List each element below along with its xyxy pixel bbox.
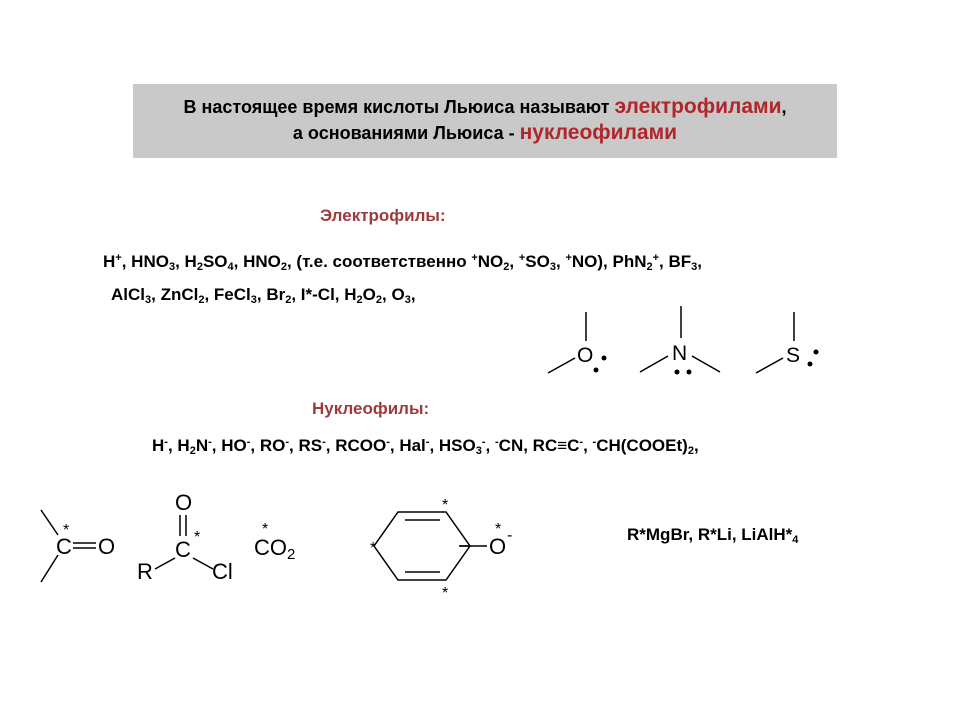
- definition-banner: В настоящее время кислоты Льюиса называю…: [133, 84, 837, 158]
- banner-line1-prefix: В настоящее время кислоты Льюиса называю…: [183, 97, 615, 117]
- lone-pair-dot: [593, 367, 599, 373]
- lone-pair-dot: [674, 369, 680, 375]
- acyl-chlorine-label: Cl: [212, 559, 233, 584]
- electrophilic-site-star: *: [63, 522, 69, 539]
- electrophilic-site-star: *: [262, 521, 268, 538]
- ortho-star: *: [442, 585, 448, 602]
- acyl-oxygen-label: O: [175, 490, 192, 515]
- nucleophiles-term: нуклеофилами: [519, 121, 678, 144]
- ketone-carbon-label: C: [56, 534, 72, 559]
- thioether-sulfur-label: S: [786, 344, 800, 367]
- banner-line1-suffix: ,: [781, 97, 787, 117]
- lone-pair-dot: [813, 349, 819, 355]
- electrophiles-heading: Электрофилы:: [320, 206, 446, 225]
- ketone-oxygen-label: O: [98, 534, 115, 559]
- acyl-r-label: R: [137, 559, 153, 584]
- banner-line-1: В настоящее время кислоты Льюиса называю…: [133, 94, 837, 120]
- reagents-subscript: 4: [792, 534, 799, 546]
- ortho-star: *: [442, 497, 448, 514]
- nucleophiles-heading: Нуклеофилы:: [312, 399, 430, 418]
- nucleophiles-list: H-, H2N-, HO-, RO-, RS-, RCOO-, Hal-, HS…: [152, 436, 699, 457]
- oxygen-star: *: [495, 521, 501, 538]
- lone-pair-dot: [601, 355, 607, 361]
- electrophiles-list-line-2: AlCl3, ZnCl2, FeCl3, Br2, I*-Cl, H2O2, O…: [111, 285, 416, 306]
- ether-structure: O: [547, 312, 607, 374]
- co2-label: CO2: [254, 535, 295, 563]
- phenoxide-charge: -: [507, 527, 512, 544]
- organometallic-reagents: R*MgBr, R*Li, LiAlH*4: [627, 525, 798, 546]
- ether-oxygen-label: O: [577, 344, 593, 367]
- electrophilic-site-star: *: [194, 529, 200, 546]
- banner-line-2: а основаниями Льюиса - нуклеофилами: [133, 120, 837, 146]
- acyl-carbon-label: C: [175, 537, 191, 562]
- reagents-text: R*MgBr, R*Li, LiAlH*: [627, 525, 793, 544]
- ketone-structure: C * O: [40, 509, 115, 583]
- thioether-structure: S: [755, 312, 819, 374]
- co2-structure: * CO2: [254, 521, 295, 563]
- amine-nitrogen-label: N: [672, 342, 687, 365]
- amine-structure: N: [639, 306, 721, 375]
- para-star: *: [370, 540, 376, 557]
- banner-line2-prefix: а основаниями Льюиса -: [292, 123, 520, 143]
- phenoxide-structure: * * * * O -: [370, 497, 512, 602]
- acyl-chloride-structure: O C * R Cl: [137, 490, 233, 584]
- phenoxide-oxygen-label: O: [489, 534, 506, 559]
- lone-pair-dot: [686, 369, 692, 375]
- electrophiles-term: электрофилами: [614, 95, 782, 118]
- electrophiles-list-line-1: H+, HNO3, H2SO4, HNO2, (т.е. соответстве…: [103, 252, 703, 273]
- lone-pair-dot: [807, 361, 813, 367]
